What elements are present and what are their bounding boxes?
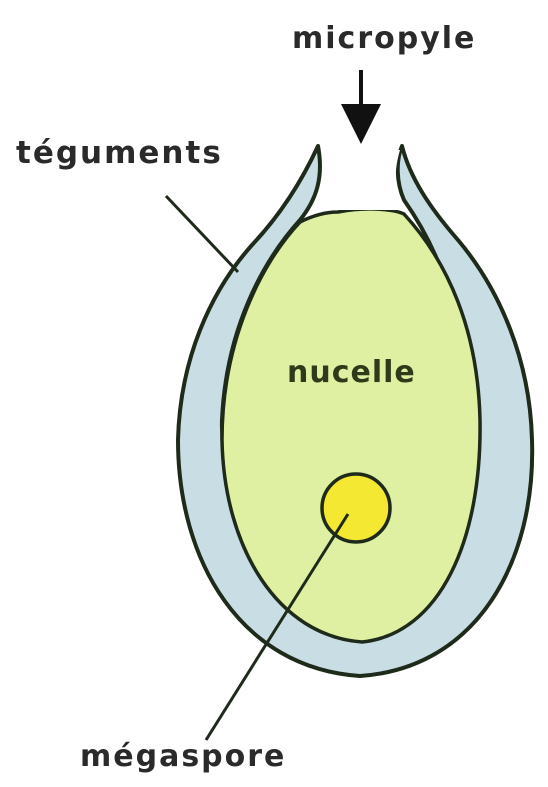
megaspore-cell (322, 474, 390, 542)
micropyle-label: micropyle (292, 24, 476, 54)
nucelle-label: nucelle (287, 358, 416, 388)
teguments-label: téguments (16, 138, 223, 169)
megaspore-label: mégaspore (80, 742, 286, 772)
teguments-leader-line (166, 196, 238, 272)
micropyle-opening (322, 150, 400, 210)
